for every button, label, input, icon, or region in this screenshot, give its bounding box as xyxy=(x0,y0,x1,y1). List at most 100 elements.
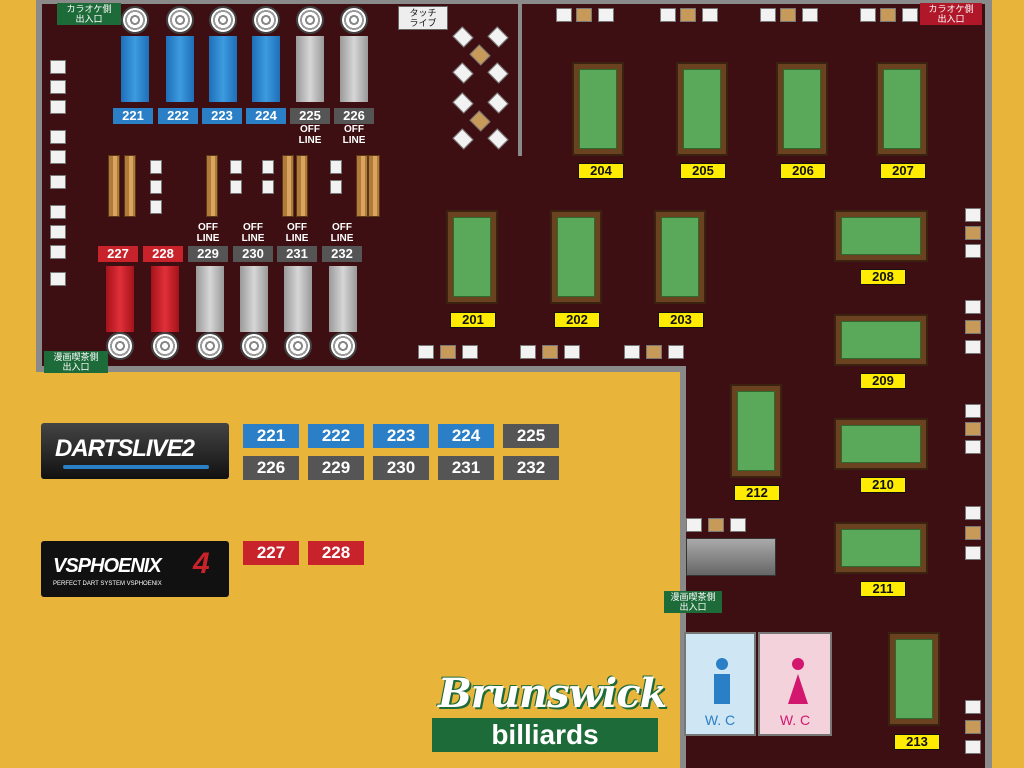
chair xyxy=(965,226,981,240)
chair xyxy=(860,8,876,22)
offline-label-232: OFF LINE xyxy=(330,222,354,244)
chair xyxy=(965,720,981,734)
dart-lane-227 xyxy=(106,266,134,332)
chair xyxy=(418,345,434,359)
legend-number: 230 xyxy=(373,456,429,480)
legend-number: 232 xyxy=(503,456,559,480)
women-icon xyxy=(792,658,804,670)
pool-table-203[interactable] xyxy=(654,210,706,304)
chair xyxy=(965,208,981,222)
chair xyxy=(668,345,684,359)
dartboard[interactable] xyxy=(329,332,357,360)
chair xyxy=(262,180,274,194)
legend-number: 229 xyxy=(308,456,364,480)
dartboard[interactable] xyxy=(166,6,194,34)
pool-table-201[interactable] xyxy=(446,210,498,304)
pool-table-209[interactable] xyxy=(834,314,928,366)
chair xyxy=(150,160,162,174)
lane-number-232: 232 xyxy=(322,246,362,262)
pool-table-210[interactable] xyxy=(834,418,928,470)
chair xyxy=(760,8,776,22)
chair xyxy=(965,440,981,454)
chair xyxy=(965,700,981,714)
dart-lane-231 xyxy=(284,266,312,332)
dartslive-label: DARTSLIVE2 xyxy=(55,435,195,462)
dartboard[interactable] xyxy=(252,6,280,34)
vsphoenix-sub: PERFECT DART SYSTEM VSPHOENIX xyxy=(53,581,162,587)
pool-table-208[interactable] xyxy=(834,210,928,262)
pool-table-207[interactable] xyxy=(876,62,928,156)
men-body-icon xyxy=(714,674,730,704)
pool-table-212[interactable] xyxy=(730,384,782,478)
dartboard[interactable] xyxy=(209,6,237,34)
vsphoenix-label: VSPHOENIX xyxy=(53,555,162,577)
dartboard[interactable] xyxy=(240,332,268,360)
chair xyxy=(576,8,592,22)
pool-table-211[interactable] xyxy=(834,522,928,574)
dart-lane-223 xyxy=(209,36,237,102)
chair xyxy=(702,8,718,22)
wall-lobby-top xyxy=(36,366,686,372)
lane-number-224: 224 xyxy=(246,108,286,124)
lane-number-231: 231 xyxy=(277,246,317,262)
men-icon xyxy=(716,658,728,670)
offline-label-230: OFF LINE xyxy=(241,222,265,244)
bench xyxy=(296,155,308,217)
chair xyxy=(730,518,746,532)
pool-table-204[interactable] xyxy=(572,62,624,156)
men-label: W. C xyxy=(704,712,736,728)
chair xyxy=(542,345,558,359)
dartboard[interactable] xyxy=(196,332,224,360)
dartboard[interactable] xyxy=(340,6,368,34)
table-number-207: 207 xyxy=(880,163,926,179)
lane-number-229: 229 xyxy=(188,246,228,262)
bench xyxy=(206,155,218,217)
dart-lane-226 xyxy=(340,36,368,102)
chair xyxy=(965,422,981,436)
dartboard[interactable] xyxy=(121,6,149,34)
pool-table-205[interactable] xyxy=(676,62,728,156)
lane-number-223: 223 xyxy=(202,108,242,124)
dart-lane-228 xyxy=(151,266,179,332)
women-label: W. C xyxy=(779,712,811,728)
offline-label-225: OFF LINE xyxy=(298,124,322,146)
chair xyxy=(50,150,66,164)
chair xyxy=(598,8,614,22)
karaoke-entrance-left: カラオケ側 出入口 xyxy=(57,3,121,25)
bench xyxy=(282,155,294,217)
chair xyxy=(965,244,981,258)
legend-number: 231 xyxy=(438,456,494,480)
dart-lane-221 xyxy=(121,36,149,102)
bench xyxy=(124,155,136,217)
offline-label-229: OFF LINE xyxy=(196,222,220,244)
lane-number-226: 226 xyxy=(334,108,374,124)
touch-live-sign: タッチ ライブ xyxy=(398,6,448,30)
dartboard[interactable] xyxy=(151,332,179,360)
chair xyxy=(50,80,66,94)
restroom-men[interactable]: W. C xyxy=(684,632,756,736)
table-number-206: 206 xyxy=(780,163,826,179)
legend-number: 221 xyxy=(243,424,299,448)
dartboard[interactable] xyxy=(296,6,324,34)
table-number-202: 202 xyxy=(554,312,600,328)
chair xyxy=(330,160,342,174)
restroom-women[interactable]: W. C xyxy=(758,632,832,736)
vsphoenix-logo: VSPHOENIX 4 PERFECT DART SYSTEM VSPHOENI… xyxy=(41,541,229,597)
chair xyxy=(556,8,572,22)
chair xyxy=(520,345,536,359)
chair xyxy=(624,345,640,359)
bench xyxy=(108,155,120,217)
chair xyxy=(965,300,981,314)
chair xyxy=(965,340,981,354)
wall-partition xyxy=(518,4,522,156)
pool-table-213[interactable] xyxy=(888,632,940,726)
dartboard[interactable] xyxy=(106,332,134,360)
pool-table-206[interactable] xyxy=(776,62,828,156)
lane-number-230: 230 xyxy=(233,246,273,262)
chair xyxy=(50,272,66,286)
pool-table-202[interactable] xyxy=(550,210,602,304)
chair xyxy=(150,200,162,214)
karaoke-entrance-right: カラオケ側 出入口 xyxy=(920,3,982,25)
chair xyxy=(802,8,818,22)
dartboard[interactable] xyxy=(284,332,312,360)
